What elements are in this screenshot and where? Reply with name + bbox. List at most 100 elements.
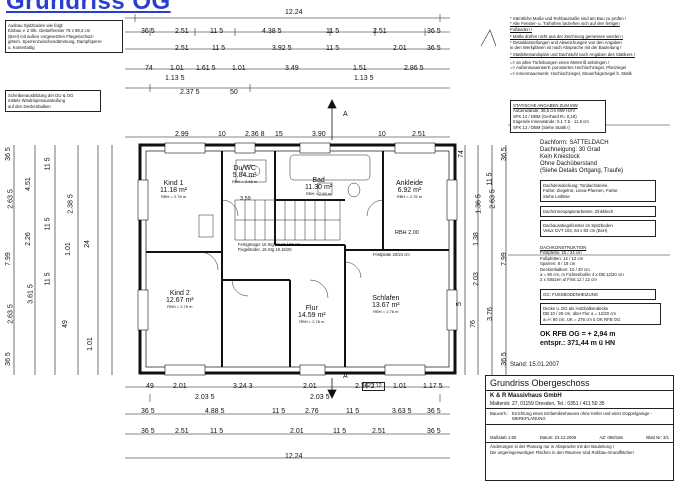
roof-box-2: Dachrinnenpapierarbeiten: Zinkblech <box>540 206 656 218</box>
note-line: Kein Kniestock <box>540 154 580 160</box>
dim-bot-r2-1: 36 5 <box>141 408 155 415</box>
stair-label: Fertigtreppe 16 Stg 18.16 / 26 cm <box>238 242 301 247</box>
dim-right-1: 74 <box>457 150 465 158</box>
stair-label-2: Fixgeländer, 16 Stg 18.16/25 <box>238 247 292 252</box>
dim-top-r3-3: 1.61 5 <box>196 65 216 72</box>
dim-right-6: 7.99 <box>500 252 508 266</box>
dim-top-r2-2: 11 5 <box>212 45 226 52</box>
note-line: a = 90 cm, m Fichtenbohle 4 x DB 12/20 c… <box>540 272 624 278</box>
dim-left-11: 2.38 5 <box>67 194 75 214</box>
az: AZ: 096/166 <box>599 434 623 440</box>
note-line: Scheibenausbildung der DU & OG <box>8 93 74 98</box>
title-block-heading: Grundriss Obergeschoss <box>486 376 673 391</box>
dim-label: 3.59 <box>240 196 251 202</box>
dim-overall-bottom: 12.24 <box>285 453 303 460</box>
dim-left-5: 4.51 <box>24 177 32 191</box>
roof-info: Dachform: SATTELDACH Dachneigung: 30 Gra… <box>540 140 623 175</box>
dim-right-5: 3.76 <box>486 307 494 321</box>
note-line: 2 x Stützen ul First 12 / 12 cm <box>540 277 597 283</box>
note-line: Dachdeindeckung: Tondachsteine, <box>543 183 609 188</box>
dim-top-r2-4: 11 5 <box>326 45 340 52</box>
dim-bot-r2-4: 2.76 <box>305 408 319 415</box>
dim-right-3: 1.38 <box>472 232 480 246</box>
dim-top-2: 2.51 <box>175 28 189 35</box>
dim-top-r5-3: 2.36 8 <box>245 131 265 138</box>
dim-left-6: 2.26 <box>24 232 32 246</box>
note-line: Fußboden ! <box>510 26 532 32</box>
general-notes: * Sämtliche Maße und Rohbaumaße sind am … <box>510 16 672 76</box>
dim-top-r2-3: 3.92 5 <box>272 45 292 52</box>
dim-top-r5-6: 10 <box>378 131 386 138</box>
dim-top-r5-4: 15 <box>275 131 283 138</box>
dim-top-r5-1: 2.99 <box>175 131 189 138</box>
note-line: Ohne Dachüberstand <box>540 161 598 167</box>
dim-left-3: 7.99 <box>4 252 12 266</box>
room-height: RBH = 2.76 m <box>299 319 325 324</box>
dim-left-4: 2.63 5 <box>7 304 15 324</box>
revision-date: Stand: 15.01.2007 <box>510 362 560 368</box>
dim-top-1: 36 5 <box>141 28 155 35</box>
room-height: RBH = 2.65 m <box>232 179 258 184</box>
dim-bot-r3-4: 2.01 <box>290 428 304 435</box>
dim-bot-r2-5: 11 5 <box>346 408 360 415</box>
dim-left-9: 11 5 <box>44 217 52 231</box>
note-line: Deckenbalken: 10 / 20 cm <box>540 266 590 272</box>
note-line: in den Werkplänen ist nach Absprache mit… <box>510 45 622 51</box>
note-line: OK RFB OG = + 2,94 m <box>540 331 616 338</box>
dim-left-14: 24 <box>83 240 91 248</box>
dim-bot-r3-3: 11 5 <box>210 428 224 435</box>
dim-bot-r1b-1: 2.03 5 <box>195 394 215 401</box>
dim-top-r3-7: 2.86 5 <box>404 65 424 72</box>
room-height: RBH = 2.76 m <box>396 194 423 199</box>
note-line: => Innenmauerwerk: Hochlochziegel, Steue… <box>510 70 632 76</box>
section-mark-top: A <box>343 111 348 118</box>
dim-bot-1: 49 <box>146 383 154 390</box>
note-line: Siehe Leitlinie <box>543 193 570 199</box>
room-height: RBH = 2.76 m <box>160 194 187 199</box>
project-row: Bauvorh.: Errichtung eines Einfamilienha… <box>486 409 673 425</box>
room-area: 14.59 m² <box>298 312 326 319</box>
dim-top-r3-4: 1.01 <box>232 65 246 72</box>
floor-heating-box: OG: FUSSBODENHEIZUNG <box>540 289 656 301</box>
footer-note-2: Die ungeringerwertigen Flächen in den Rä… <box>490 449 634 455</box>
room-area: 11.18 m² <box>160 187 188 194</box>
note-line: gittern, Sperrenzwischendämmung, Dampfsp… <box>8 39 102 45</box>
dim-top-r5-5: 3.90 <box>312 131 326 138</box>
date: Datum: 23.12.2006 <box>539 434 577 440</box>
room-height: RBH = 2.65 m <box>305 191 332 196</box>
note-line: * Detaildarstellungen und Abweichungen v… <box>510 39 622 45</box>
note-line: * Alle Fenster- u. Türhöhen beziehen sic… <box>510 21 620 27</box>
dim-bot-7: 1.17 5 <box>423 383 443 390</box>
roof-box-3: Dachausstiegsfenster im Spitzboden Velux… <box>540 220 656 237</box>
dim-left-13: 49 <box>61 320 69 328</box>
roof-box-1: Dachdeindeckung: Tondachsteine, Farbe: Z… <box>540 180 656 203</box>
dim-top-r3-2: 1.01 <box>170 65 184 72</box>
dim-left-7: 3.61 5 <box>27 284 35 304</box>
scale: Maßstab 1:50 <box>490 434 517 440</box>
note-line: Firstpfette: 20 / 24 cm <box>540 250 582 256</box>
window-label: RBH 2.00 <box>395 230 419 236</box>
room-bad: Bad 11.30 m² RBH = 2.65 m <box>305 177 332 196</box>
dim-bot-4: 2.01 <box>303 383 317 390</box>
note-line: * Sämtliche Maße und Rohbaumaße sind am … <box>510 16 627 21</box>
room-name: Du/WC <box>233 165 256 172</box>
note-line: Dachneigung: 30 Grad <box>540 147 601 153</box>
ok-rfb: OK RFB OG = + 2,94 m entspr.: 371,44 m ü… <box>540 330 615 348</box>
statik-box: STATISCHE ANGABEN ZUM MW Außenwände: 36,… <box>510 100 606 134</box>
room-kind2: Kind 2 12.67 m² RBH = 2.76 m <box>166 290 194 309</box>
dim-top-7: 36 5 <box>427 28 441 35</box>
room-area: 11.30 m² <box>305 184 333 191</box>
room-name: Kind 2 <box>169 290 190 297</box>
room-flur: Flur 14.59 m² RBH = 2.76 m <box>298 305 326 324</box>
bauvorhaben-value: Errichtung eines Einfamilienhauses ohne … <box>512 411 652 422</box>
room-name: Flur <box>305 305 318 312</box>
dim-top-r3-6: 1.51 <box>353 65 367 72</box>
room-area: 12.67 m² <box>166 297 194 304</box>
bauvorhaben-label: Bauvorh.: <box>490 411 509 416</box>
page-title: Grundriss OG <box>6 0 171 15</box>
note-line: => Außenmauerwerk: porosiertes Hochlochz… <box>510 65 627 71</box>
note-line: Außenwände: 36,5 cm MW HzIV <box>513 108 576 114</box>
dim-left-2: 2.63 5 <box>7 189 15 209</box>
note-line: (BxH) mit außen vorgesetzten Fliegenschu… <box>8 33 95 39</box>
note-bracing: Scheibenausbildung der DU & OG mittels W… <box>5 90 101 113</box>
